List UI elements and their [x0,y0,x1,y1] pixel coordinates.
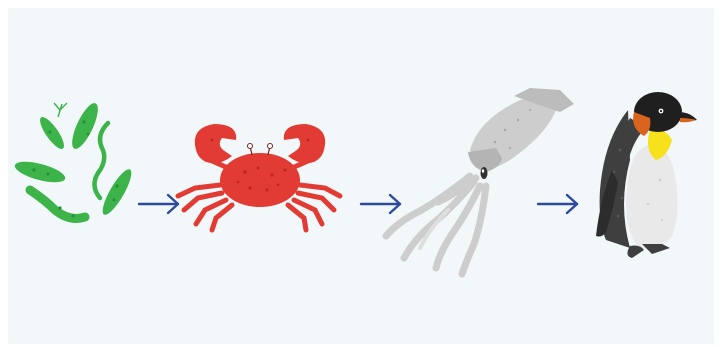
plankton-cell [14,161,66,183]
plankton-cell [25,185,90,223]
plankton-cell [72,103,98,149]
plankton-icon [14,102,132,223]
arrow-icon [536,193,579,215]
penguin-icon [596,92,697,258]
plankton-cell [92,120,111,201]
arrow-icon [137,193,180,215]
plankton-cell [40,117,64,149]
arrow-icon [359,193,402,215]
plankton-cell [102,169,132,215]
crab-icon [175,124,343,233]
squid-icon [382,88,574,278]
